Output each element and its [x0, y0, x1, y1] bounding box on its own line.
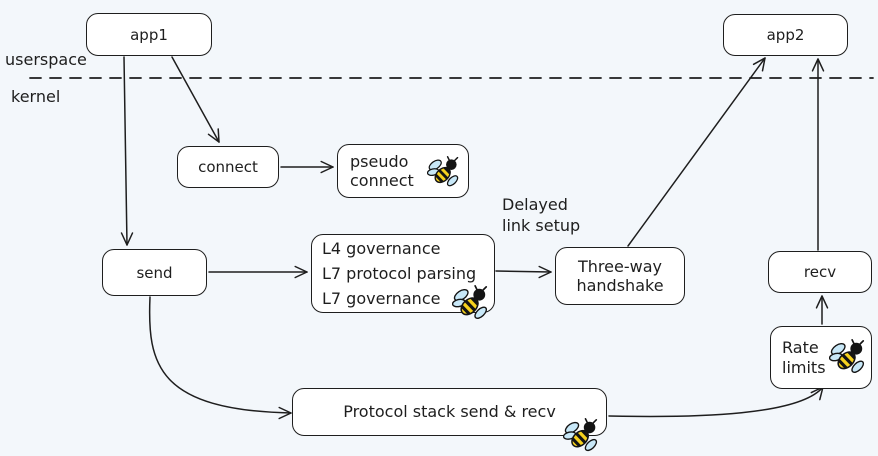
node-three-way-handshake: Three-way handshake	[555, 247, 685, 305]
node-connect: connect	[177, 146, 279, 188]
node-rate-limits-line1: Rate	[782, 338, 819, 358]
delayed-link-setup-label: Delayed link setup	[502, 194, 580, 236]
node-protocol-stack-label: Protocol stack send & recv	[343, 402, 556, 422]
node-rate-limits: Rate limits	[770, 326, 872, 389]
node-connect-label: connect	[198, 158, 258, 176]
node-protocol-stack: Protocol stack send & recv	[292, 388, 607, 436]
node-governance-line2: L7 protocol parsing	[322, 264, 477, 283]
arrow-governance-to-three-way	[495, 265, 552, 279]
node-recv: recv	[768, 251, 872, 293]
userspace-label: userspace	[5, 50, 87, 69]
arrow-app1-to-send	[120, 56, 134, 246]
node-governance-line1: L4 governance	[322, 239, 441, 258]
node-app1-label: app1	[130, 25, 168, 44]
arrow-send-to-protocol-stack	[148, 296, 292, 420]
node-app1: app1	[86, 13, 212, 56]
arrow-protocol-stack-to-rate-limits	[608, 386, 824, 418]
node-rate-limits-line2: limits	[782, 357, 826, 377]
node-recv-label: recv	[803, 263, 837, 281]
node-send: send	[102, 249, 207, 296]
node-pseudo-connect-line1: pseudo	[350, 151, 409, 171]
arrow-send-to-governance	[208, 265, 308, 279]
node-send-label: send	[136, 263, 173, 282]
ebpf-bee-icon	[563, 418, 599, 454]
node-pseudo-connect-line2: connect	[350, 171, 414, 190]
arrow-recv-to-app2	[811, 58, 825, 251]
kernel-label: kernel	[11, 87, 61, 106]
arrow-three-way-to-app2	[627, 57, 766, 247]
ebpf-bee-icon	[452, 285, 489, 322]
node-three-way-line2: handshake	[576, 276, 664, 295]
node-app2: app2	[723, 14, 848, 56]
arrow-rate-limits-to-recv	[815, 295, 829, 325]
ebpf-bee-icon	[427, 156, 460, 189]
node-governance: L4 governance L7 protocol parsing L7 gov…	[311, 234, 495, 313]
arrow-app1-to-connect	[171, 56, 220, 143]
node-app2-label: app2	[766, 26, 805, 44]
arrow-connect-to-pseudo-connect	[280, 160, 334, 174]
delayed-link-setup-line1: Delayed	[502, 195, 568, 214]
node-three-way-line1: Three-way	[578, 256, 662, 276]
node-pseudo-connect: pseudo connect	[337, 144, 469, 198]
node-governance-line3: L7 governance	[322, 289, 441, 308]
ebpf-bee-icon	[829, 339, 866, 376]
delayed-link-setup-line2: link setup	[502, 216, 581, 235]
